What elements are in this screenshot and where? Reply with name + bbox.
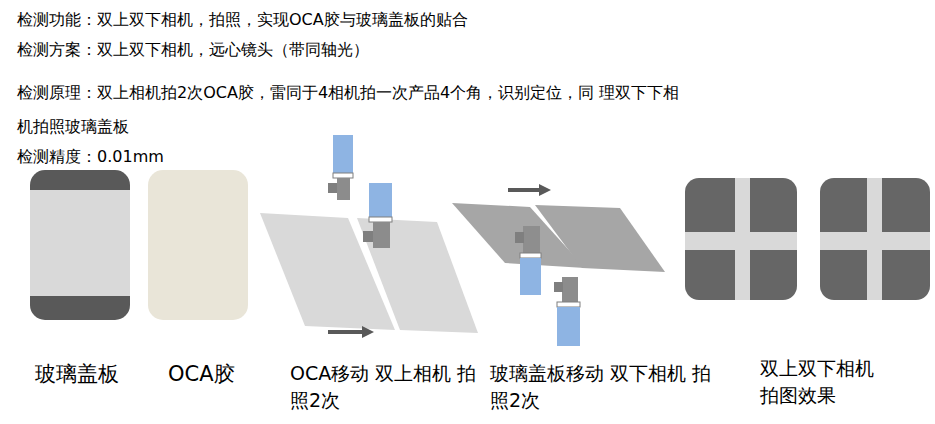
glass-piece <box>535 205 665 272</box>
glass-cover-plate <box>30 170 130 320</box>
lower-camera <box>515 226 541 295</box>
part-name: OCA胶 <box>168 360 278 388</box>
oca-piece <box>260 213 395 330</box>
lower-camera <box>554 277 580 346</box>
oca-sheet <box>148 170 248 320</box>
part-name: 玻璃盖板 <box>35 360 155 388</box>
oca-piece <box>357 218 478 333</box>
description-line: 检测功能：双上双下相机，拍照，实现OCA胶与玻璃盖板的贴合 <box>17 8 917 32</box>
upper-camera <box>363 183 392 248</box>
move-arrow <box>328 326 374 338</box>
result-image <box>685 178 797 300</box>
step-caption: 玻璃盖板移动 双下相机 拍照2次 <box>490 360 715 414</box>
description-line: 检测方案：双上双下相机，远心镜头（带同轴光） <box>17 38 917 62</box>
step-caption: 双上双下相机 拍图效果 <box>760 355 895 409</box>
description-line: 检测精度：0.01mm <box>17 145 917 169</box>
upper-camera <box>328 135 353 200</box>
move-arrow <box>508 184 551 196</box>
description-line: 检测原理：双上相机拍2次OCA胶，雷同于4相机拍一次产品4个角，识别定位，同 理… <box>17 76 692 144</box>
result-image <box>820 178 930 300</box>
step-caption: OCA移动 双上相机 拍照2次 <box>290 360 480 414</box>
